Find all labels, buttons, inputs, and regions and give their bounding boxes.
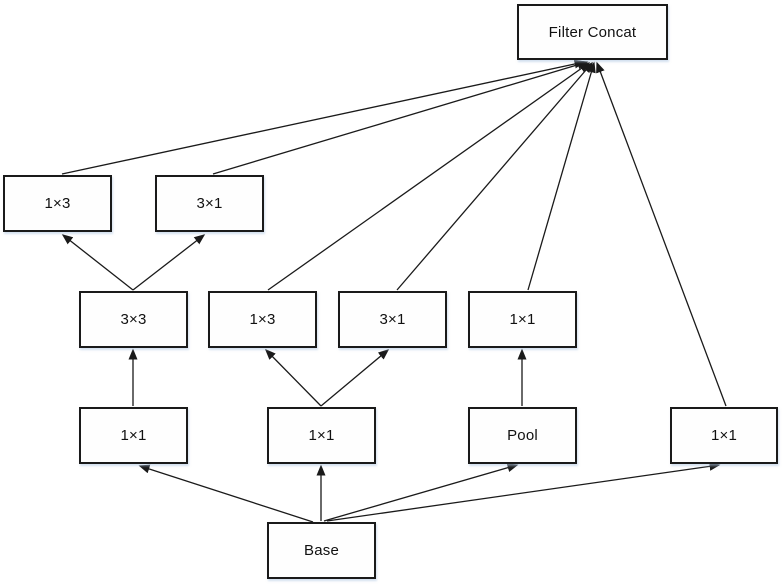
arrow-base-to-conv-1x1-left [138,464,314,523]
node-label: 1×1 [710,427,738,444]
arrow-conv-3x1-mid-to-filter-concat [396,61,593,291]
node-label: Pool [507,427,538,444]
node-label: 1×1 [120,427,147,444]
node-base: Base [267,522,376,579]
arrow-conv-1x1-right-to-filter-concat [596,61,727,407]
node-conv-1x3-top: 1×3 [3,175,112,232]
arrow-conv-3x1-top-to-filter-concat [212,60,589,175]
node-label: 1×3 [249,311,276,328]
node-filter-concat: Filter Concat [517,4,668,60]
arrow-conv-3x3-to-conv-1x3-top [61,234,134,291]
node-conv-1x1-mid: 1×1 [267,407,376,464]
node-label: Filter Concat [548,23,637,41]
arrow-conv-1x1-mid-to-conv-1x3-mid [264,348,322,407]
arrow-conv-1x3-mid-to-filter-concat [267,62,591,291]
node-label: Base [304,542,339,559]
node-label: 3×1 [196,195,223,212]
node-label: 1×1 [308,427,335,444]
node-label: 1×1 [509,311,536,328]
node-conv-3x3: 3×3 [79,291,188,348]
arrow-conv-1x1-mid-to-conv-3x1-mid [320,349,390,407]
node-label: 3×1 [379,311,406,328]
node-conv-1x1-row3: 1×1 [468,291,577,348]
node-conv-1x1-right: 1×1 [670,407,778,464]
node-label: 3×3 [120,311,147,328]
arrow-conv-1x1-row3-to-filter-concat [527,61,596,291]
arrow-conv-1x3-top-to-filter-concat [61,59,586,175]
node-conv-3x1-mid: 3×1 [338,291,447,348]
arrow-base-to-conv-1x1-right [326,461,721,522]
node-label: 1×3 [44,195,71,212]
node-conv-1x3-mid: 1×3 [208,291,317,348]
arrow-base-to-pool [323,463,519,522]
node-pool: Pool [468,407,577,464]
arrow-conv-3x3-to-conv-3x1-top [132,234,206,291]
node-conv-1x1-left: 1×1 [79,407,188,464]
node-conv-3x1-top: 3×1 [155,175,264,232]
